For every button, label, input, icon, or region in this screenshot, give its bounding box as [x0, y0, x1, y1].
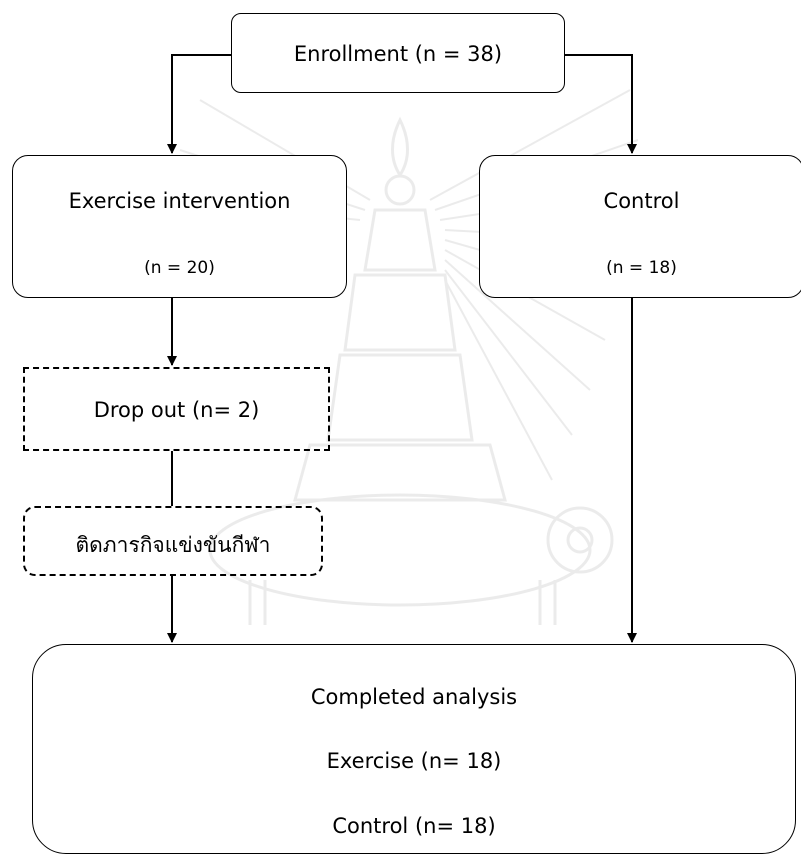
dropout-label: Drop out (n= 2) — [93, 398, 260, 422]
enrollment-label: Enrollment (n = 38) — [293, 42, 503, 66]
arrow-enroll-to-exercise — [167, 54, 231, 154]
exercise-intervention-count: (n = 20) — [144, 258, 215, 278]
arrow-enroll-to-control — [565, 54, 637, 154]
control-box: Control (n = 18) — [479, 155, 801, 298]
completed-analysis-box: Completed analysis Exercise (n= 18) Cont… — [32, 644, 796, 854]
control-title: Control — [603, 189, 680, 213]
dropout-reason-box: ติดภารกิจแข่งขันกีฬา — [23, 506, 323, 576]
dropout-box: Drop out (n= 2) — [23, 367, 330, 451]
exercise-intervention-box: Exercise intervention (n = 20) — [12, 155, 347, 298]
dropout-reason-label: ติดภารกิจแข่งขันกีฬา — [75, 533, 271, 557]
completed-exercise-line: Exercise (n= 18) — [326, 749, 502, 773]
exercise-intervention-title: Exercise intervention — [68, 189, 291, 213]
control-count: (n = 18) — [606, 258, 677, 278]
completed-control-line: Control (n= 18) — [332, 814, 496, 838]
completed-analysis-title: Completed analysis — [310, 685, 518, 709]
enrollment-box: Enrollment (n = 38) — [231, 13, 565, 93]
